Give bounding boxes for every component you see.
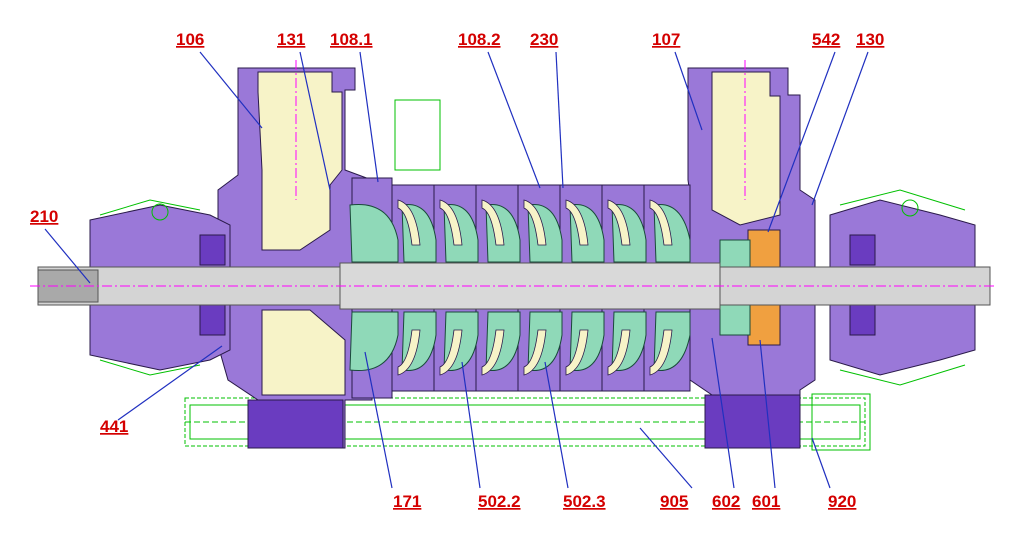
label-107: 107 (652, 30, 680, 49)
label-130: 130 (856, 30, 884, 49)
label-210: 210 (30, 207, 58, 226)
label-602: 602 (712, 492, 740, 511)
label-920: 920 (828, 492, 856, 511)
label-441: 441 (100, 417, 128, 436)
label-542: 542 (812, 30, 840, 49)
label-106: 106 (176, 30, 204, 49)
centerlines (30, 60, 995, 287)
impellers (349, 203, 691, 372)
suction-casing (217, 67, 373, 449)
part-labels: 106 131 108.1 108.2 230 107 542 130 210 … (30, 30, 884, 511)
hidden-lines (99, 99, 966, 386)
leader-lines (44, 51, 869, 489)
label-502-3: 502.3 (563, 492, 606, 511)
label-108-1: 108.1 (330, 30, 373, 49)
label-502-2: 502.2 (478, 492, 521, 511)
label-171: 171 (393, 492, 421, 511)
label-230: 230 (530, 30, 558, 49)
bearing-inner (199, 234, 876, 336)
label-108-2: 108.2 (458, 30, 501, 49)
diffuser-channels (397, 199, 673, 376)
label-131: 131 (277, 30, 305, 49)
label-905: 905 (660, 492, 688, 511)
label-601: 601 (752, 492, 780, 511)
